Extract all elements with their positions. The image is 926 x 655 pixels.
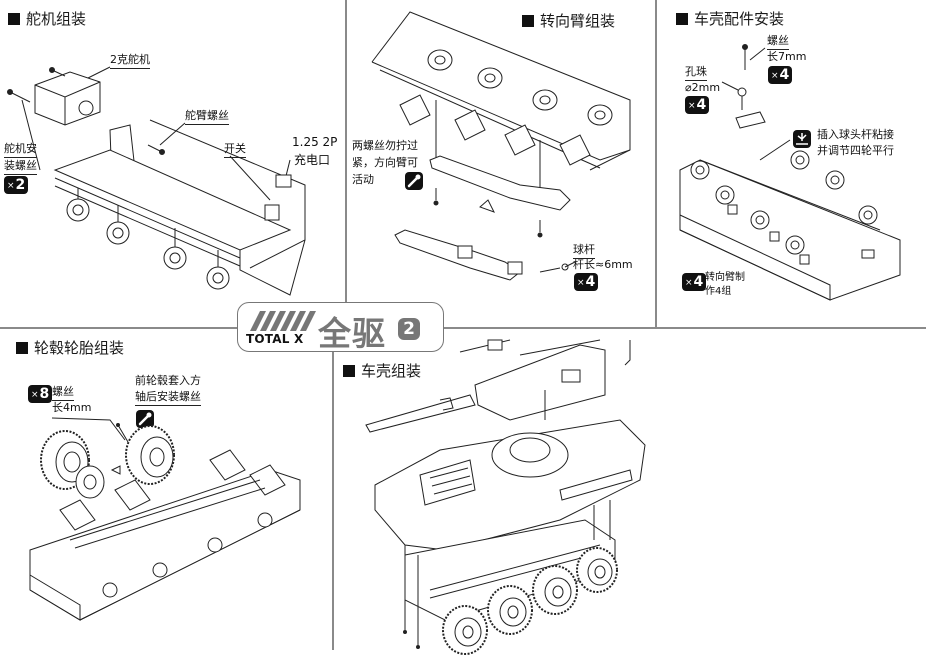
- title-square-icon: [16, 341, 28, 354]
- divider-top-right: [655, 0, 657, 327]
- servo-chassis-illustration: [0, 0, 345, 320]
- screwdriver-icon: [405, 172, 423, 190]
- label-glue-note-2: 并调节四轮平行: [817, 144, 894, 157]
- panel-title: 车壳配件安装: [676, 8, 784, 29]
- wheel-chassis-illustration: [0, 0, 332, 655]
- panel-title: 舵机组装: [8, 8, 86, 29]
- divider-bottom: [332, 350, 334, 650]
- qty-badge: ×4: [685, 96, 710, 114]
- logo-stripes-icon: [250, 311, 316, 331]
- divider-top-left: [345, 0, 347, 320]
- label-ball-rod: 球杆: [573, 242, 595, 259]
- label-arm-screw: 舵臂螺丝: [185, 108, 229, 125]
- qty-badge: ×4: [682, 273, 707, 291]
- vehicle-body-illustration: [0, 0, 660, 655]
- qty-badge: ×8: [28, 385, 53, 403]
- label-charge-spec: 1.25 2P: [292, 135, 338, 149]
- label-screw: 螺丝: [767, 33, 789, 50]
- label-note-2: 紧，方向臂可: [352, 156, 418, 169]
- label-servo-2g: 2克舵机: [110, 52, 150, 69]
- label-screw-length: 长7mm: [767, 50, 807, 63]
- label-note-3: 活动: [352, 173, 374, 186]
- label-note-1: 前轮毂套入方: [135, 374, 201, 387]
- logo-text-en: TOTAL X: [246, 332, 304, 346]
- label-note-2: 轴后安装螺丝: [135, 389, 201, 406]
- label-mount-screw-1: 舵机安: [4, 141, 37, 158]
- panel-title: 转向臂组装: [522, 10, 615, 31]
- qty-badge: ×4: [574, 273, 599, 291]
- label-bead-diameter: ⌀2mm: [685, 81, 721, 94]
- qty-badge: ×4: [768, 66, 793, 84]
- label-switch: 开关: [224, 141, 246, 158]
- label-screw: 螺丝: [52, 384, 74, 401]
- label-arm-make-2: 作4组: [705, 286, 732, 297]
- divider-horizontal-right: [442, 327, 926, 329]
- qty-badge: ×2: [4, 176, 29, 194]
- shell-parts-illustration: [0, 0, 926, 320]
- label-glue-note-1: 插入球头杆粘接: [817, 128, 894, 141]
- label-arm-make-1: 转向臂制: [705, 272, 745, 283]
- panel-title: 轮毂轮胎组装: [16, 337, 124, 358]
- glue-icon: [793, 130, 811, 148]
- divider-horizontal-left: [0, 327, 237, 329]
- label-screw-length: 长4mm: [52, 401, 92, 414]
- title-square-icon: [522, 14, 534, 27]
- brand-logo: TOTAL X 全驱 2: [237, 302, 444, 353]
- panel-title: 车壳组装: [343, 360, 421, 381]
- logo-text-cn: 全驱: [318, 314, 386, 353]
- steering-chassis-illustration: [0, 0, 660, 320]
- label-mount-screw-2: 装螺丝: [4, 158, 37, 175]
- label-charge-port: 充电口: [294, 153, 331, 167]
- title-square-icon: [8, 12, 20, 25]
- label-ball-rod-length: 杆长≈6mm: [573, 258, 633, 271]
- screwdriver-icon: [136, 410, 154, 428]
- label-note-1: 两螺丝勿拧过: [352, 139, 418, 152]
- title-square-icon: [676, 12, 688, 25]
- label-bead: 孔珠: [685, 64, 707, 81]
- page-number-badge: 2: [398, 318, 420, 340]
- title-square-icon: [343, 364, 355, 377]
